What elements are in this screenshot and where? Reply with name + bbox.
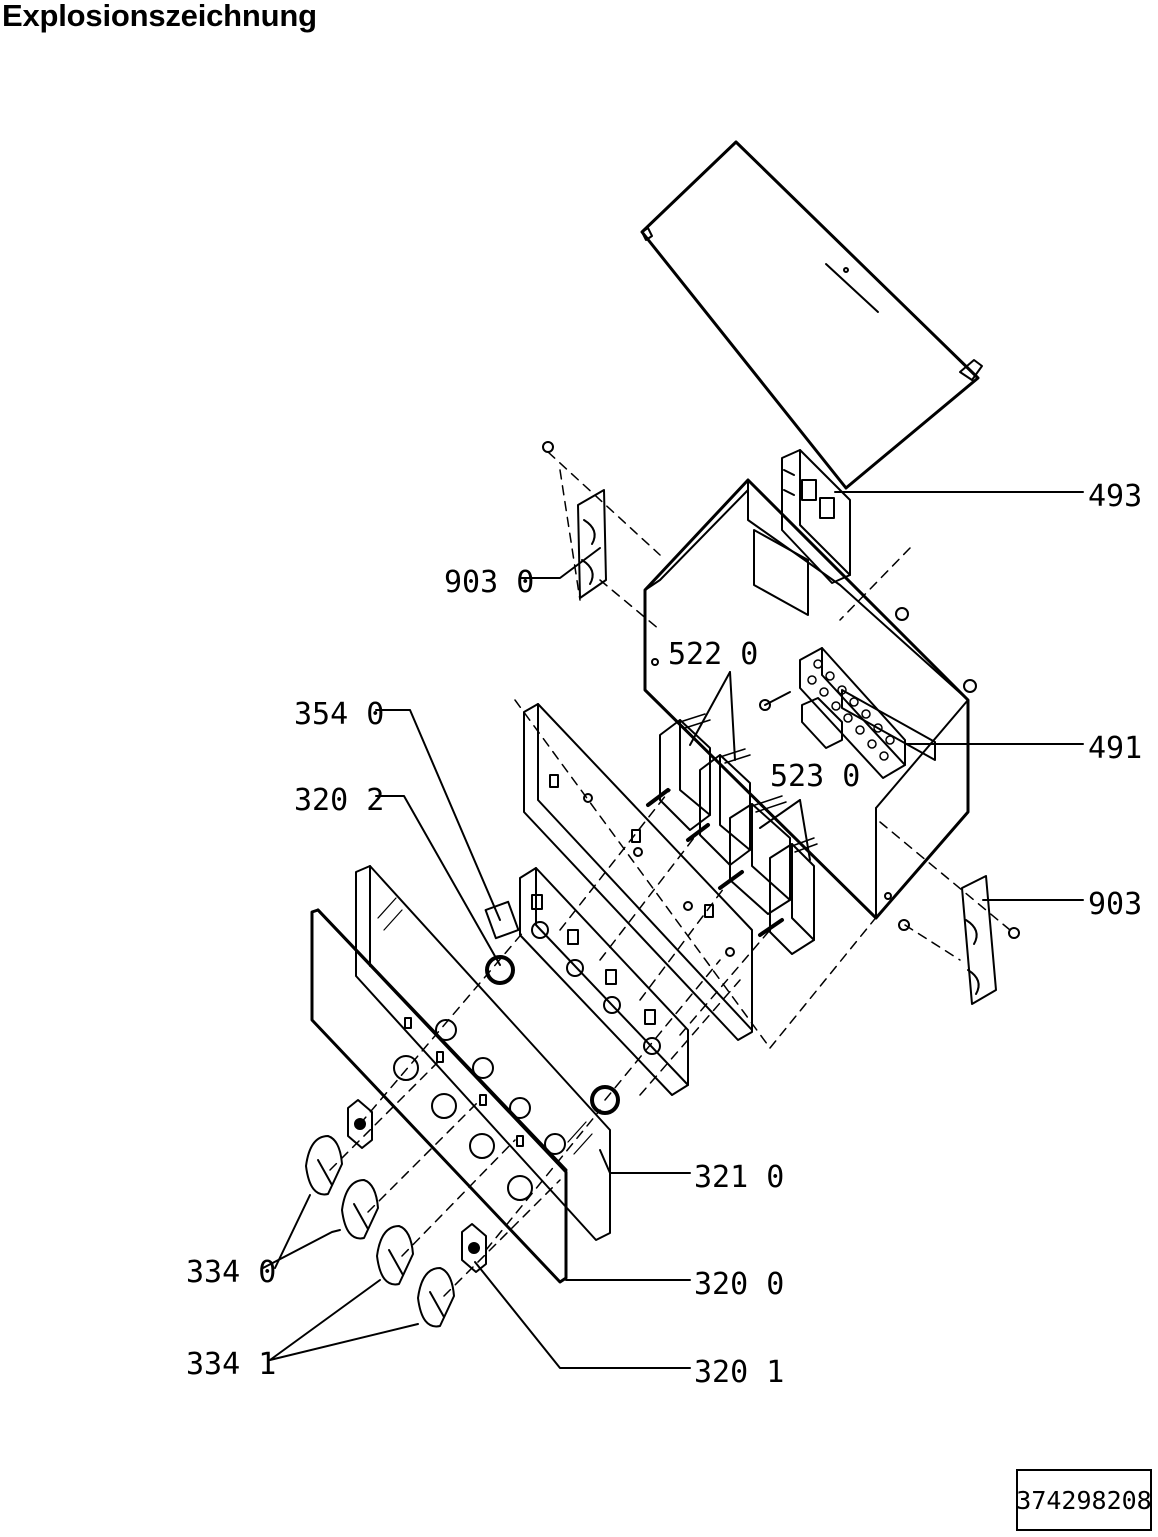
knob-334-1-a bbox=[376, 1225, 414, 1286]
label-334-0: 334 0 bbox=[186, 1255, 276, 1290]
bezel-ring-354 bbox=[484, 900, 620, 1115]
label-903-0-left: 903 0 bbox=[444, 565, 534, 600]
side-bracket-903-right bbox=[898, 875, 1020, 1005]
knob-334-1-b bbox=[417, 1267, 455, 1328]
knob-334-0-a bbox=[305, 1135, 343, 1196]
label-491-0: 491 0 bbox=[1088, 731, 1158, 766]
assembly-guide-lines bbox=[329, 451, 1011, 1297]
rotary-bushing-320-1 bbox=[461, 1223, 487, 1273]
control-bracket bbox=[519, 867, 689, 1096]
housing-box bbox=[643, 478, 977, 920]
knob-334-0-b bbox=[341, 1179, 379, 1240]
label-493-0: 493 0 bbox=[1088, 479, 1158, 514]
front-panel-320 bbox=[310, 908, 568, 1284]
terminal-block-493 bbox=[781, 449, 851, 584]
document-number-box: 374298208 bbox=[1016, 1469, 1152, 1531]
switch-523-b bbox=[758, 837, 818, 955]
label-903-0-right: 903 0 bbox=[1088, 887, 1158, 922]
glass-panel-321 bbox=[355, 865, 611, 1241]
side-bracket-903-left bbox=[542, 441, 607, 599]
leader-lines bbox=[262, 491, 1084, 1369]
label-320-2: 320 2 bbox=[294, 783, 384, 818]
document-number: 374298208 bbox=[1016, 1485, 1152, 1515]
top-cover-plate bbox=[640, 140, 983, 490]
label-523-0: 523 0 bbox=[770, 759, 860, 794]
page-title: Explosionszeichnung bbox=[2, 0, 317, 33]
switch-522-b bbox=[686, 748, 751, 866]
label-321-0: 321 0 bbox=[694, 1160, 784, 1195]
terminal-strip-491 bbox=[799, 647, 906, 779]
label-522-0: 522 0 bbox=[668, 637, 758, 672]
mounting-rail bbox=[523, 703, 753, 1041]
label-354-0: 354 0 bbox=[294, 697, 384, 732]
label-334-1: 334 1 bbox=[186, 1347, 276, 1382]
label-320-0: 320 0 bbox=[694, 1267, 784, 1302]
label-320-1: 320 1 bbox=[694, 1355, 784, 1390]
